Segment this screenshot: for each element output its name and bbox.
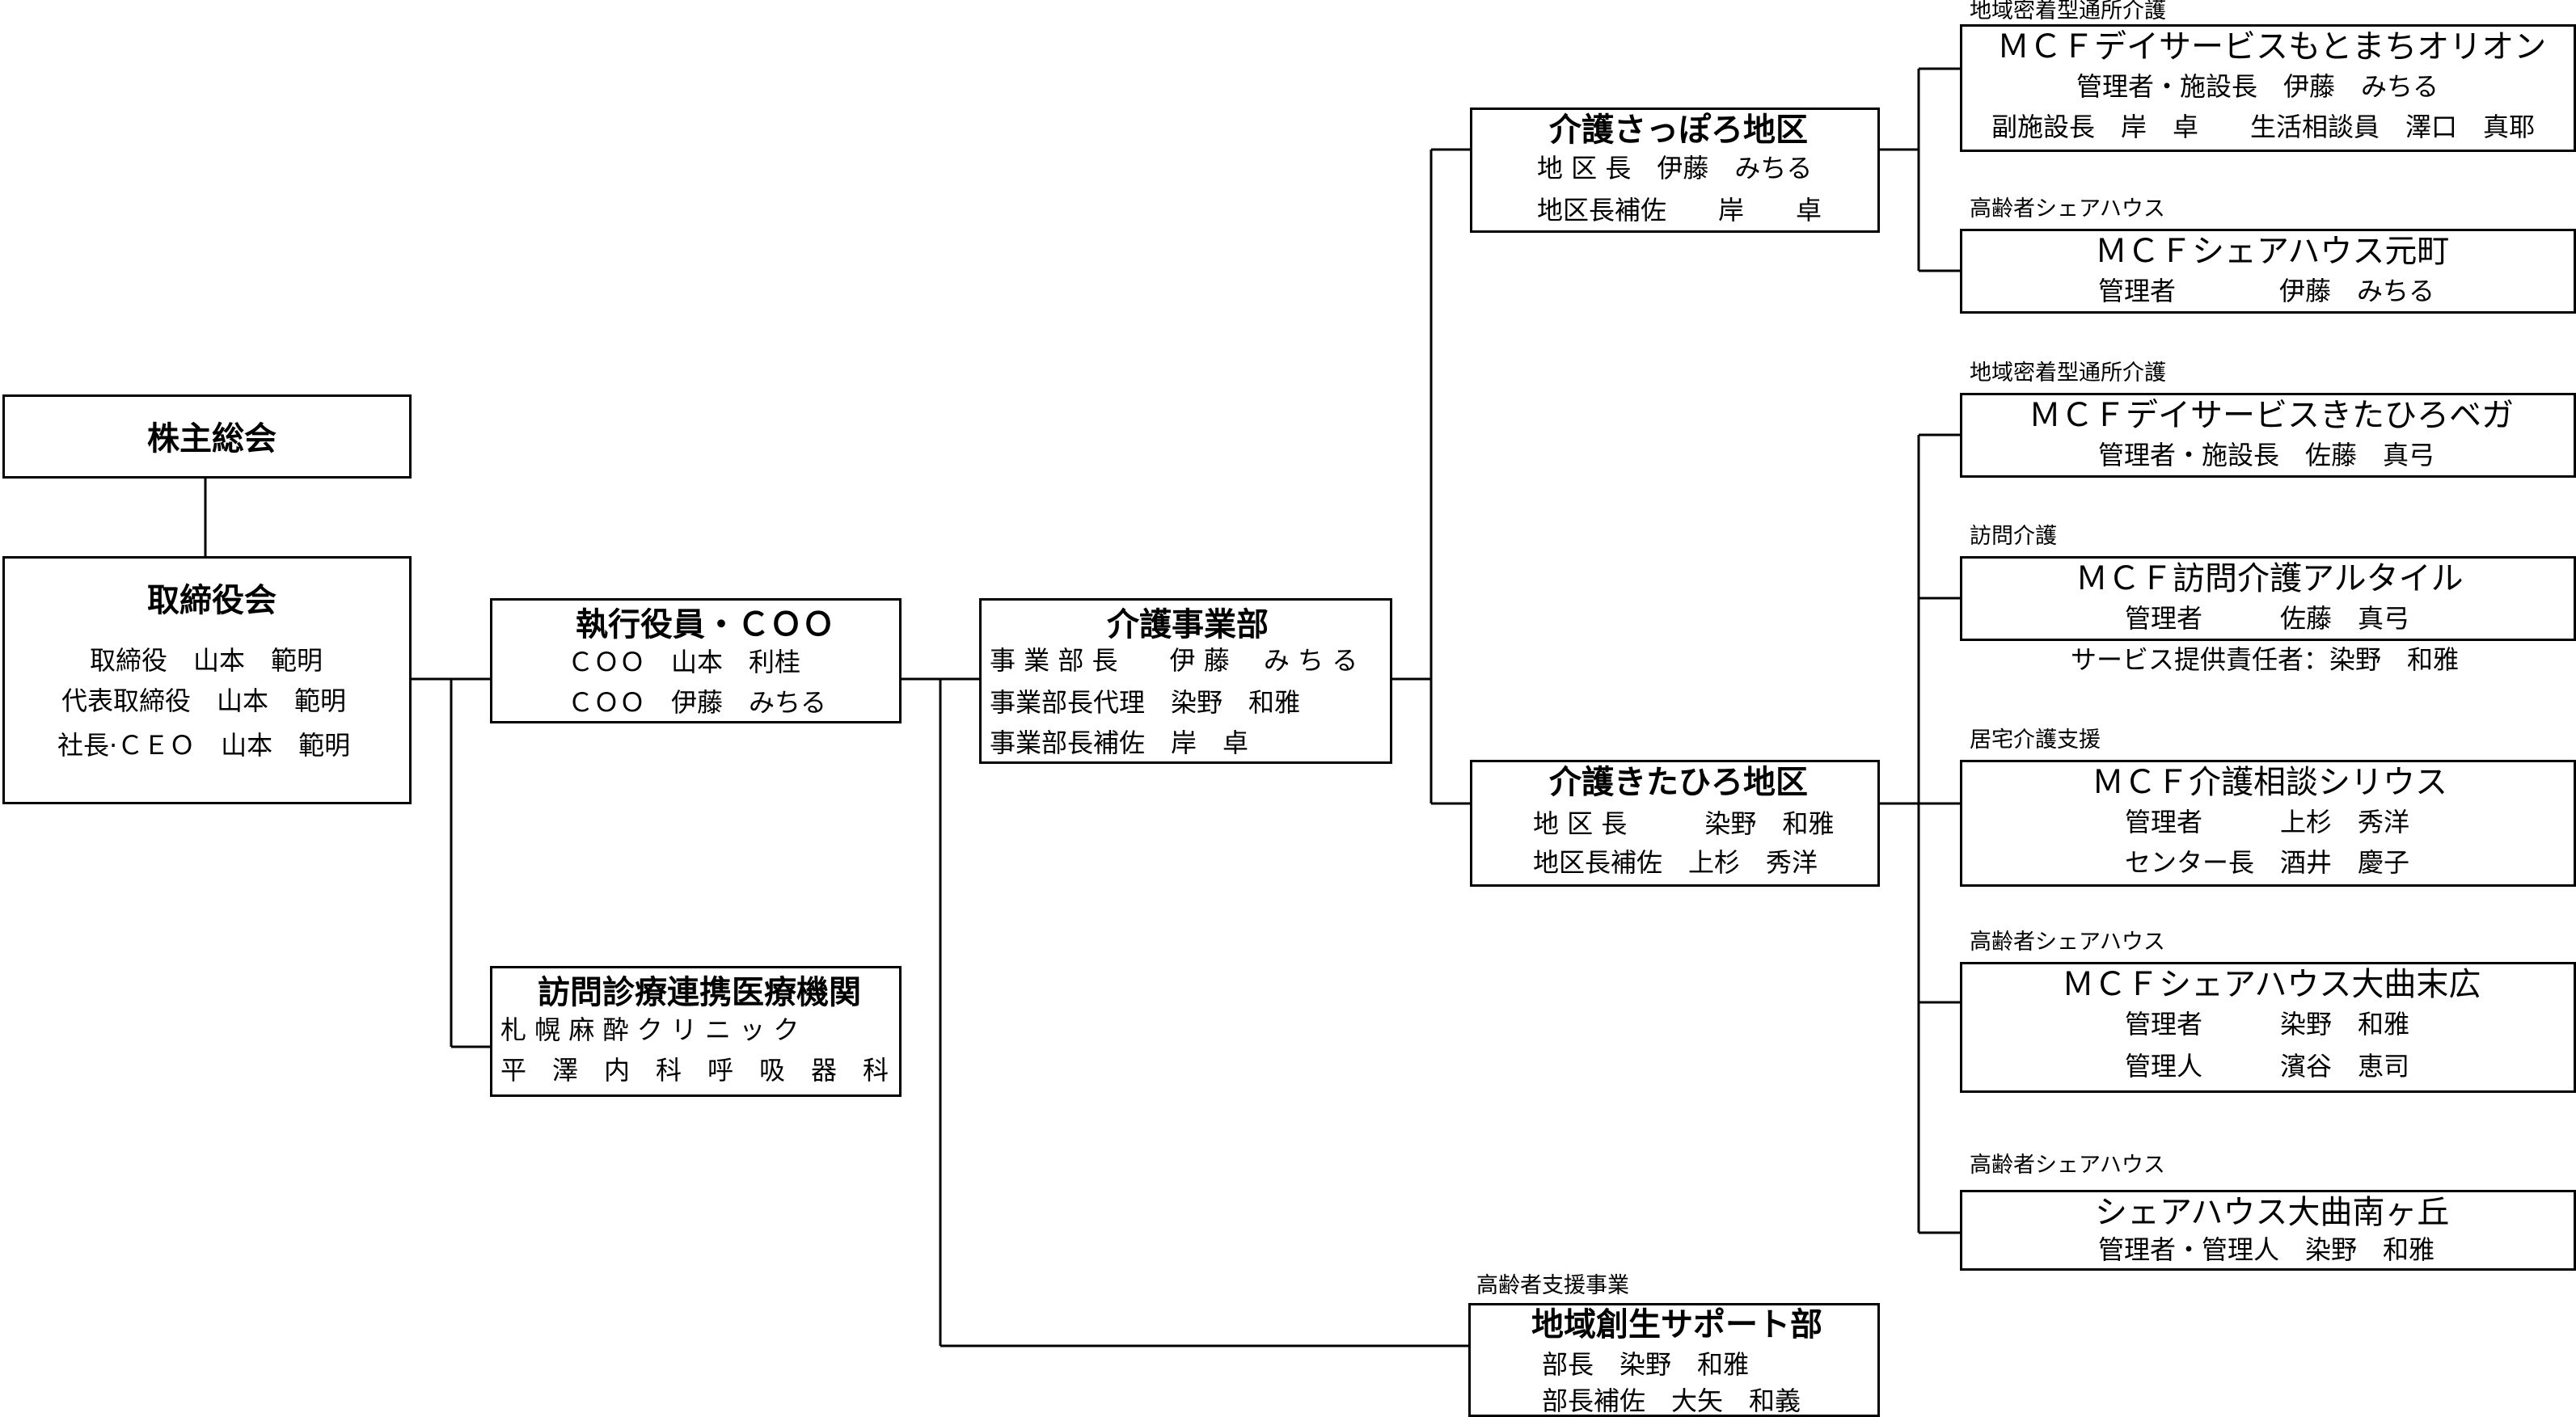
regional-line: 部長補佐 大矢 和義: [1542, 1385, 1801, 1416]
sapporo-title: 介護さっぽろ地区: [1549, 112, 1808, 149]
minami-caption: 高齢者シェアハウス: [1970, 1153, 2165, 1178]
clinic-line: 平 澤 内 科 呼 吸 器 科: [500, 1055, 889, 1086]
exec-title: 執行役員・ＣＯＯ: [576, 606, 834, 643]
orion-caption: 地域密着型通所介護: [1970, 0, 2166, 23]
care-dept-line: 事業部長補佐 岸 卓: [990, 727, 1249, 758]
kitahiro-line: 地区長補佐 上杉 秀洋: [1533, 847, 1818, 878]
shareholders-title: 株主総会: [147, 420, 277, 458]
care-dept-line: 事 業 部 長 伊 藤 み ち る: [990, 645, 1358, 676]
regional-box: 地域創生サポート部 部長 染野 和雅 部長補佐 大矢 和義: [1468, 1303, 1880, 1417]
board-title: 取締役会: [147, 582, 277, 619]
sirius-line: 管理者 上杉 秀洋: [2125, 807, 2410, 837]
exec-box: 執行役員・ＣＯＯ ＣＯＯ 山本 利桂 ＣＯＯ 伊藤 みちる: [490, 598, 902, 723]
vega-title: ＭＣＦデイサービスきたひろベガ: [2029, 397, 2514, 434]
omagari-line: 管理者 染野 和雅: [2125, 1009, 2410, 1040]
minami-title: シェアハウス大曲南ヶ丘: [2095, 1194, 2450, 1231]
orion-title: ＭＣＦデイサービスもとまちオリオン: [1997, 28, 2547, 65]
motomachi-caption: 高齢者シェアハウス: [1970, 196, 2165, 221]
sirius-box: ＭＣＦ介護相談シリウス 管理者 上杉 秀洋 センター長 酒井 慶子: [1960, 760, 2576, 887]
kitahiro-title: 介護きたひろ地区: [1549, 764, 1808, 801]
kitahiro-line: 地 区 長 染野 和雅: [1533, 808, 1835, 839]
motomachi-box: ＭＣＦシェアハウス元町 管理者 伊藤 みちる: [1960, 229, 2576, 314]
altair-box: ＭＣＦ訪問介護アルタイル 管理者 佐藤 真弓: [1960, 556, 2576, 641]
care-dept-title: 介護事業部: [1107, 606, 1269, 643]
motomachi-line: 管理者 伊藤 みちる: [2098, 276, 2435, 306]
orion-line: 副施設長 岸 卓 生活相談員 澤口 真耶: [1991, 112, 2536, 142]
omagari-caption: 高齢者シェアハウス: [1970, 930, 2165, 955]
altair-line: 管理者 佐藤 真弓: [2125, 603, 2410, 634]
minami-box: シェアハウス大曲南ヶ丘 管理者・管理人 染野 和雅: [1960, 1190, 2576, 1271]
motomachi-title: ＭＣＦシェアハウス元町: [2095, 233, 2450, 270]
altair-note: サービス提供責任者：染野 和雅: [2071, 644, 2460, 675]
board-line: 代表取締役 山本 範明: [61, 685, 347, 716]
vega-caption: 地域密着型通所介護: [1970, 361, 2166, 386]
altair-caption: 訪問介護: [1970, 524, 2057, 549]
sirius-line: センター長 酒井 慶子: [2125, 847, 2410, 878]
regional-caption: 高齢者支援事業: [1476, 1273, 1629, 1298]
omagari-title: ＭＣＦシェアハウス大曲末広: [2062, 966, 2481, 1003]
clinic-title: 訪問診療連携医療機関: [538, 974, 861, 1011]
omagari-box: ＭＣＦシェアハウス大曲末広 管理者 染野 和雅 管理人 濱谷 恵司: [1960, 962, 2576, 1093]
vega-box: ＭＣＦデイサービスきたひろベガ 管理者・施設長 佐藤 真弓: [1960, 393, 2576, 478]
exec-line: ＣＯＯ 山本 利桂: [568, 647, 801, 677]
vega-line: 管理者・施設長 佐藤 真弓: [2098, 440, 2435, 470]
board-line: 取締役 山本 範明: [90, 645, 323, 676]
kitahiro-box: 介護きたひろ地区 地 区 長 染野 和雅 地区長補佐 上杉 秀洋: [1470, 760, 1880, 887]
minami-line: 管理者・管理人 染野 和雅: [2098, 1234, 2435, 1265]
clinic-box: 訪問診療連携医療機関 札 幌 麻 酔 ク リ ニ ッ ク 平 澤 内 科 呼 吸…: [490, 966, 902, 1097]
regional-line: 部長 染野 和雅: [1542, 1349, 1750, 1380]
sirius-title: ＭＣＦ介護相談シリウス: [2092, 764, 2447, 801]
board-box: 取締役会 取締役 山本 範明 代表取締役 山本 範明 社長·ＣＥＯ 山本 範明: [2, 556, 412, 804]
care-dept-line: 事業部長代理 染野 和雅: [990, 687, 1301, 718]
sapporo-line: 地区長補佐 岸 卓: [1537, 195, 1822, 226]
altair-title: ＭＣＦ訪問介護アルタイル: [2076, 560, 2464, 597]
clinic-line: 札 幌 麻 酔 ク リ ニ ッ ク: [500, 1014, 800, 1045]
exec-line: ＣＯＯ 伊藤 みちる: [568, 687, 827, 718]
shareholders-box: 株主総会: [2, 394, 412, 479]
regional-title: 地域創生サポート部: [1531, 1306, 1822, 1343]
care-dept-box: 介護事業部 事 業 部 長 伊 藤 み ち る 事業部長代理 染野 和雅 事業部…: [979, 598, 1392, 764]
sapporo-box: 介護さっぽろ地区 地 区 長 伊藤 みちる 地区長補佐 岸 卓: [1470, 108, 1880, 233]
orion-box: ＭＣＦデイサービスもとまちオリオン 管理者・施設長 伊藤 みちる 副施設長 岸 …: [1960, 24, 2576, 152]
sirius-caption: 居宅介護支援: [1970, 727, 2101, 753]
omagari-line: 管理人 濱谷 恵司: [2125, 1051, 2410, 1082]
sapporo-line: 地 区 長 伊藤 みちる: [1537, 153, 1813, 183]
board-line: 社長·ＣＥＯ 山本 範明: [57, 730, 351, 761]
orion-line: 管理者・施設長 伊藤 みちる: [2076, 71, 2439, 102]
